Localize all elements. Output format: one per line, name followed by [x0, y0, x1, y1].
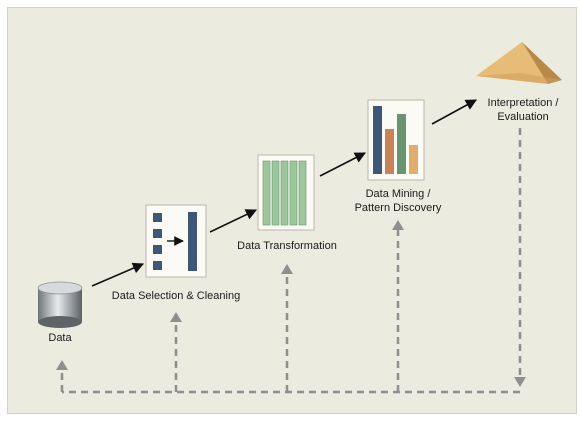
flow-arrow-transformation-to-mining — [319, 152, 366, 177]
selection-column — [188, 212, 197, 271]
flow-arrow-selection-to-transformation — [209, 209, 258, 233]
bar-chart-bar — [409, 145, 418, 174]
flow-arrow-data-to-selection — [91, 262, 145, 287]
bar-chart-icon — [367, 99, 425, 181]
stage-label-interpretation: Interpretation / Evaluation — [468, 96, 578, 124]
flow-arrow-mining-to-interpretation — [431, 99, 477, 125]
stage-label-mining-line-2: Pattern Discovery — [354, 202, 442, 214]
feedback-loop — [60, 128, 522, 394]
stage-label-selection: Data Selection & Cleaning — [111, 290, 241, 302]
pyramid-base — [476, 73, 562, 84]
bar-chart-bar — [373, 106, 382, 174]
cylinder-top — [37, 281, 83, 295]
bar-chart-bar — [397, 114, 406, 174]
stage-label-transformation: Data Transformation — [237, 240, 337, 252]
cylinder-bottom — [38, 316, 82, 328]
pyramid-icon — [476, 42, 562, 84]
stage-label-interpretation-line-2: Evaluation — [497, 111, 549, 123]
stage-label-data: Data — [48, 332, 72, 344]
flow-arrows — [91, 99, 477, 287]
stage-label-mining-line-1: Data Mining / — [365, 188, 431, 200]
selection-square — [153, 229, 162, 238]
selection-square — [153, 245, 162, 254]
bar-chart-bar — [385, 129, 394, 174]
selection-square — [153, 261, 162, 270]
feedback-arrowheads — [56, 220, 526, 387]
transformation-column — [289, 160, 298, 226]
selection-panel-icon — [145, 204, 207, 278]
stage-label-interpretation-line-1: Interpretation / — [487, 97, 559, 109]
pyramid-side — [522, 42, 562, 84]
feedback-arrowhead-data — [56, 360, 68, 370]
feedback-arrowhead-transformation — [281, 264, 293, 274]
transformation-column — [280, 160, 289, 226]
database-cylinder-icon — [37, 281, 83, 328]
selection-square — [153, 213, 162, 222]
stage-label-mining: Data Mining / Pattern Discovery — [338, 187, 458, 215]
feedback-arrowhead-mining — [392, 220, 404, 230]
feedback-arrowhead-down — [514, 377, 526, 387]
transformation-columns-icon — [257, 154, 315, 231]
transformation-column — [298, 160, 307, 226]
pyramid-face — [476, 42, 548, 84]
transformation-column — [271, 160, 280, 226]
feedback-arrowhead-selection — [170, 312, 182, 322]
transformation-column — [262, 160, 271, 226]
